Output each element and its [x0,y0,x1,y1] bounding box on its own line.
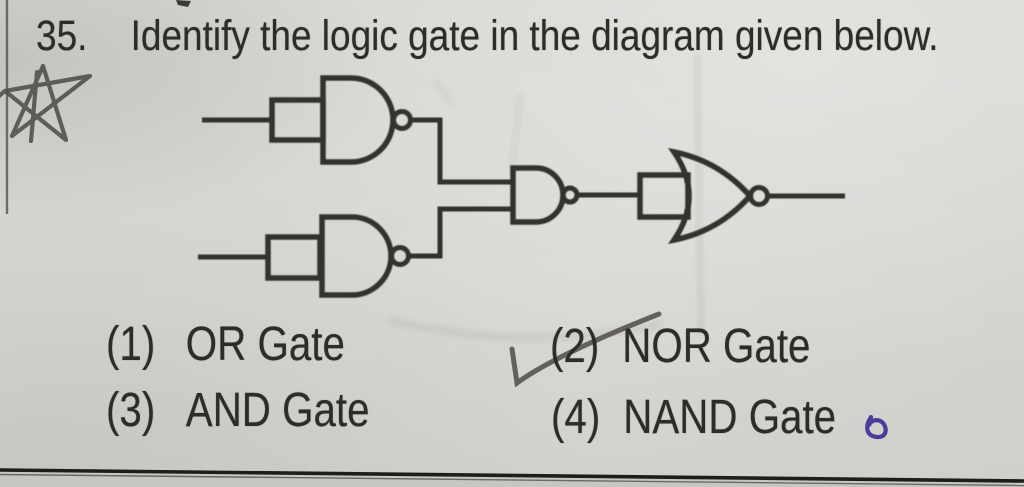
option-1-label: (1) [106,318,156,371]
question-number: 35. [36,12,88,60]
option-3-text: AND Gate [185,384,370,437]
tied-input-loop-bottom [265,234,323,281]
nor-gate-output [667,147,754,245]
inversion-bubble-top [391,109,413,131]
option-1: (1) OR Gate [106,319,345,371]
tied-input-loop-nor [637,172,691,220]
scan-speck [176,0,191,7]
tick-mark-option-2 [509,311,662,388]
option-2-label: (2) [550,320,600,373]
nand-gate-bottom [319,214,394,298]
logic-circuit-diagram [198,75,845,298]
option-4-label: (4) [551,391,601,444]
bottom-rule-echo [0,473,1024,487]
option-2-text: NOR Gate [622,320,811,373]
wire-top-to-middle [411,117,513,185]
question-line: 35. Identify the logic gate in the diagra… [36,12,939,60]
nand-gate-middle [510,165,566,225]
tied-input-loop-top [269,97,326,143]
inversion-bubble-bottom [389,245,411,267]
option-2: (2) NOR Gate [550,321,810,373]
option-3-label: (3) [106,384,156,437]
nand-gate-top [320,75,396,165]
star-doodle [0,63,93,144]
inversion-bubble-nor [748,185,770,207]
option-3: (3) AND Gate [106,385,370,437]
scan-artifacts [389,54,703,342]
option-1-text: OR Gate [185,318,345,371]
wire-bottom-to-middle [409,206,513,259]
option-4-text: NAND Gate [623,391,837,444]
inversion-bubble-middle [560,185,580,205]
blue-ink-doodle [865,414,888,440]
option-4: (4) NAND Gate [551,392,836,444]
question-text: Identify the logic gate in the diagram g… [130,12,939,60]
bottom-rule-line [0,468,1024,483]
